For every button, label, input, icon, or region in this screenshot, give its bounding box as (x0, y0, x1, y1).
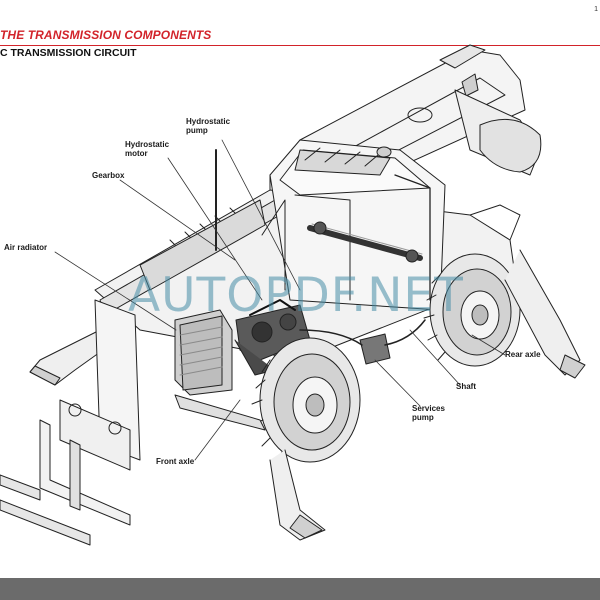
label-rear-axle: Rear axle (505, 350, 541, 359)
air-radiator (174, 309, 233, 396)
label-hydrostatic-pump: Hydrostatic pump (186, 117, 231, 135)
label-shaft: Shaft (456, 382, 476, 391)
title-rule (0, 45, 600, 46)
rear-wheel (423, 253, 521, 367)
page-number: 1 (594, 6, 598, 13)
label-hydrostatic-motor: Hydrostatic motor (125, 140, 170, 158)
subsection-title: C TRANSMISSION CIRCUIT (0, 47, 137, 59)
watermark: AUTOPDF.NET (128, 268, 464, 323)
front-wheel (251, 337, 361, 463)
services-pump (299, 319, 426, 365)
label-front-axle: Front axle (156, 457, 195, 466)
leader-lines (54, 139, 506, 461)
fork-carriage (0, 299, 141, 546)
front-axle-part (174, 394, 266, 431)
transmission-shaft (307, 221, 423, 263)
label-air-radiator: Air radiator (4, 243, 48, 252)
cab (261, 139, 446, 311)
section-title: THE TRANSMISSION COMPONENTS (0, 28, 212, 42)
footer-bar (0, 578, 600, 600)
label-services-pump: Services pump (412, 404, 445, 422)
stabilizers (29, 249, 586, 541)
label-gearbox: Gearbox (92, 171, 125, 180)
